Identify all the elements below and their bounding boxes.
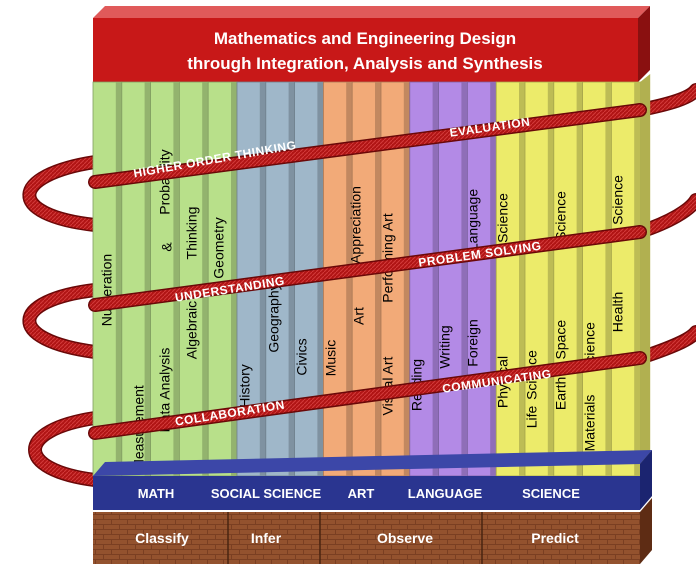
column-language [466, 81, 497, 477]
foundation-label-classify: Classify [135, 530, 189, 546]
title-banner-front [93, 18, 638, 82]
column-label: History [237, 364, 253, 408]
column-label: Geometry [211, 217, 227, 278]
subject-base: MATH SOCIAL SCIENCE ART LANGUAGE SCIENCE [93, 450, 652, 510]
foundation-label-predict: Predict [531, 530, 579, 546]
column-label: Geography [266, 283, 282, 352]
foundation-bricks [93, 512, 640, 564]
column-shadow [115, 82, 122, 476]
column-label: Foreign [465, 319, 481, 366]
column-science [553, 81, 583, 477]
column-label: Data Analysis [157, 348, 173, 433]
column-shadow [346, 82, 353, 476]
column-label: & [159, 242, 175, 252]
column-label: Thinking [184, 207, 200, 260]
ribbons-front-layer: HIGHER ORDER THINKINGEVALUATIONUNDERSTAN… [88, 103, 647, 440]
column-label: Materials [582, 395, 598, 452]
column-label: Life [524, 406, 540, 429]
column-label: Music [323, 340, 339, 377]
column-label: Appreciation [348, 186, 364, 264]
column-science [495, 81, 526, 477]
column-label: Writing [437, 325, 453, 368]
column-science [611, 81, 641, 477]
column-shadow [173, 82, 180, 476]
ribbon-loop-upper [24, 156, 101, 231]
column-shadow [461, 82, 468, 476]
base-label-math: MATH [138, 486, 175, 501]
column-shadow [490, 82, 497, 476]
title-banner-top [93, 6, 650, 18]
base-front [93, 476, 640, 510]
base-label-science: SCIENCE [522, 486, 580, 501]
title-banner-side [638, 6, 650, 82]
column-label: Art [351, 307, 367, 325]
ribbon-band [89, 352, 646, 439]
column-label: Science [495, 193, 511, 243]
column-shadow [403, 82, 410, 476]
column-shadow [576, 82, 583, 476]
column-label: Numeration [99, 254, 115, 326]
foundation-label-infer: Infer [251, 530, 282, 546]
column-math [178, 81, 209, 477]
column-science [524, 81, 555, 477]
column-math [121, 81, 152, 477]
ribbon-loop-middle [24, 284, 101, 358]
column-label: Algebraic [184, 301, 200, 359]
base-side [640, 450, 652, 510]
ribbon-band [89, 226, 646, 311]
base-label-language: LANGUAGE [408, 486, 483, 501]
column-shadow [375, 82, 381, 476]
column-math [150, 81, 180, 477]
foundation: Classify Infer Observe Predict [93, 498, 652, 564]
column-label: Language [465, 189, 481, 252]
column-shadow [202, 82, 209, 476]
column-shadow [231, 82, 237, 476]
column-label: Science [553, 191, 569, 241]
column-label: Civics [294, 338, 310, 375]
base-top [93, 450, 652, 476]
column-shadow [634, 82, 641, 476]
title-line-2: through Integration, Analysis and Synthe… [187, 54, 542, 73]
column-shadow [519, 82, 525, 476]
column-shadow [144, 82, 151, 476]
column-language [409, 81, 439, 477]
foundation-label-observe: Observe [377, 530, 433, 546]
title-line-1: Mathematics and Engineering Design [214, 29, 516, 48]
column-label: Science [610, 175, 626, 225]
columns-side [640, 74, 651, 476]
title-banner: Mathematics and Engineering Design throu… [93, 6, 650, 82]
base-label-social-science: SOCIAL SCIENCE [211, 486, 322, 501]
column-math [92, 81, 123, 477]
column-label: Health [610, 292, 626, 332]
column-label: Performing Art [380, 213, 396, 303]
column-shadow [547, 82, 554, 476]
foundation-side [640, 498, 652, 564]
base-label-art: ART [348, 486, 375, 501]
column-shadow [605, 82, 612, 476]
ribbon-band [89, 104, 646, 188]
ribbon-loop-lower [29, 412, 101, 486]
column-shadow [432, 82, 439, 476]
column-science [582, 81, 612, 477]
